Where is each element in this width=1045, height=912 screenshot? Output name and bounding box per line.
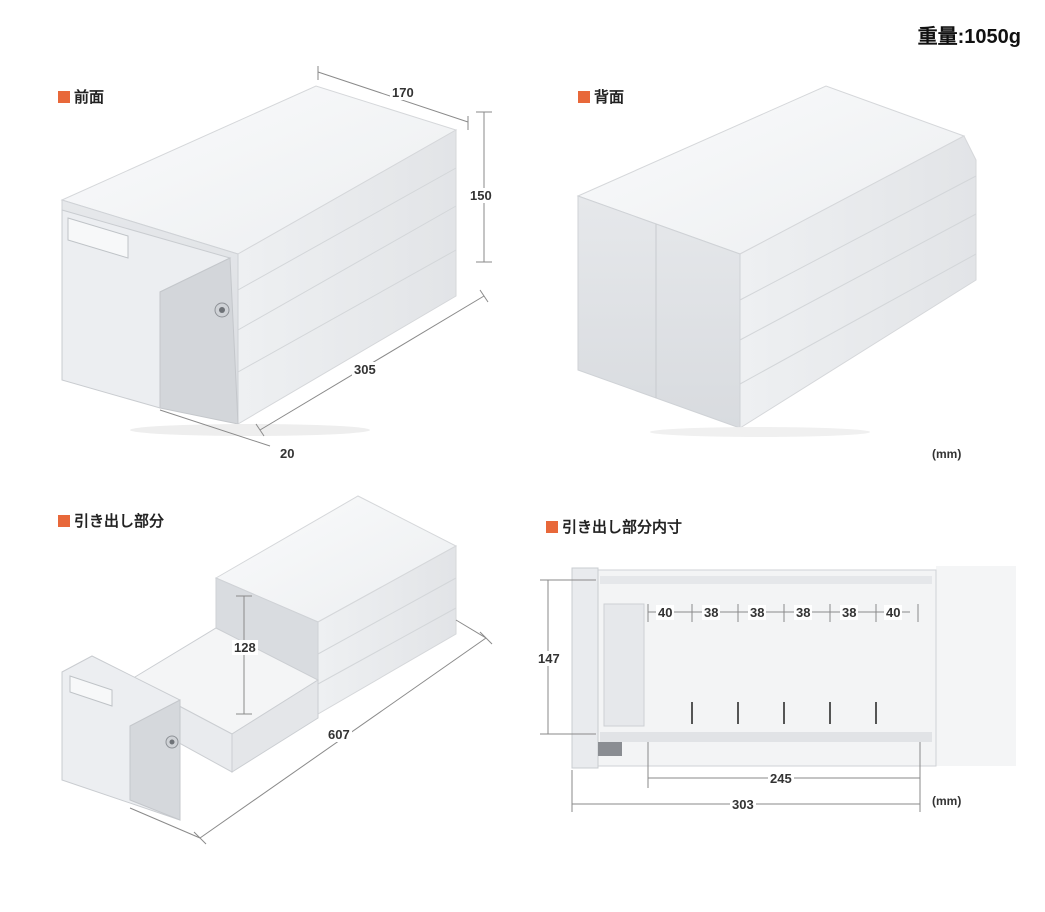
- unit-back: (mm): [932, 447, 962, 461]
- dim-drawer-height: 128: [232, 640, 258, 655]
- label-back: 背面: [578, 86, 624, 107]
- dim-divider-5: 38: [840, 605, 859, 620]
- dim-divider-3: 38: [748, 605, 767, 620]
- weight-label: 重量:1050g: [917, 26, 1021, 48]
- accent-square-icon: [578, 90, 590, 103]
- accent-square-icon: [58, 514, 70, 527]
- dim-drawer-length: 607: [326, 727, 352, 742]
- unit-inner: (mm): [932, 794, 962, 808]
- dim-divider-2: 38: [702, 605, 721, 620]
- label-back-text: 背面: [594, 89, 625, 106]
- dim-divider-4: 38: [794, 605, 813, 620]
- dim-inner-height: 147: [536, 651, 562, 666]
- accent-square-icon: [546, 520, 558, 533]
- dim-front-width: 170: [390, 85, 416, 100]
- label-front-text: 前面: [74, 89, 105, 106]
- label-front: 前面: [58, 86, 104, 107]
- divider-slots: [691, 702, 877, 724]
- dim-front-extra: 20: [278, 446, 297, 461]
- back-box: [576, 85, 977, 437]
- label-inner: 引き出し部分内寸: [546, 516, 682, 537]
- front-box: [60, 85, 458, 436]
- label-drawer-text: 引き出し部分: [74, 513, 165, 530]
- label-inner-text: 引き出し部分内寸: [562, 519, 683, 536]
- divider-ticks: [647, 604, 919, 622]
- dim-front-depth: 305: [352, 362, 378, 377]
- accent-square-icon: [58, 90, 70, 103]
- dim-divider-6: 40: [884, 605, 903, 620]
- label-drawer: 引き出し部分: [58, 510, 164, 531]
- dim-front-height: 150: [468, 188, 494, 203]
- drawer-box: [61, 495, 458, 821]
- dim-inner-width: 245: [768, 771, 794, 786]
- inner-drawer: [571, 566, 1016, 769]
- dim-outer-width: 303: [730, 797, 756, 812]
- dim-divider-1: 40: [656, 605, 675, 620]
